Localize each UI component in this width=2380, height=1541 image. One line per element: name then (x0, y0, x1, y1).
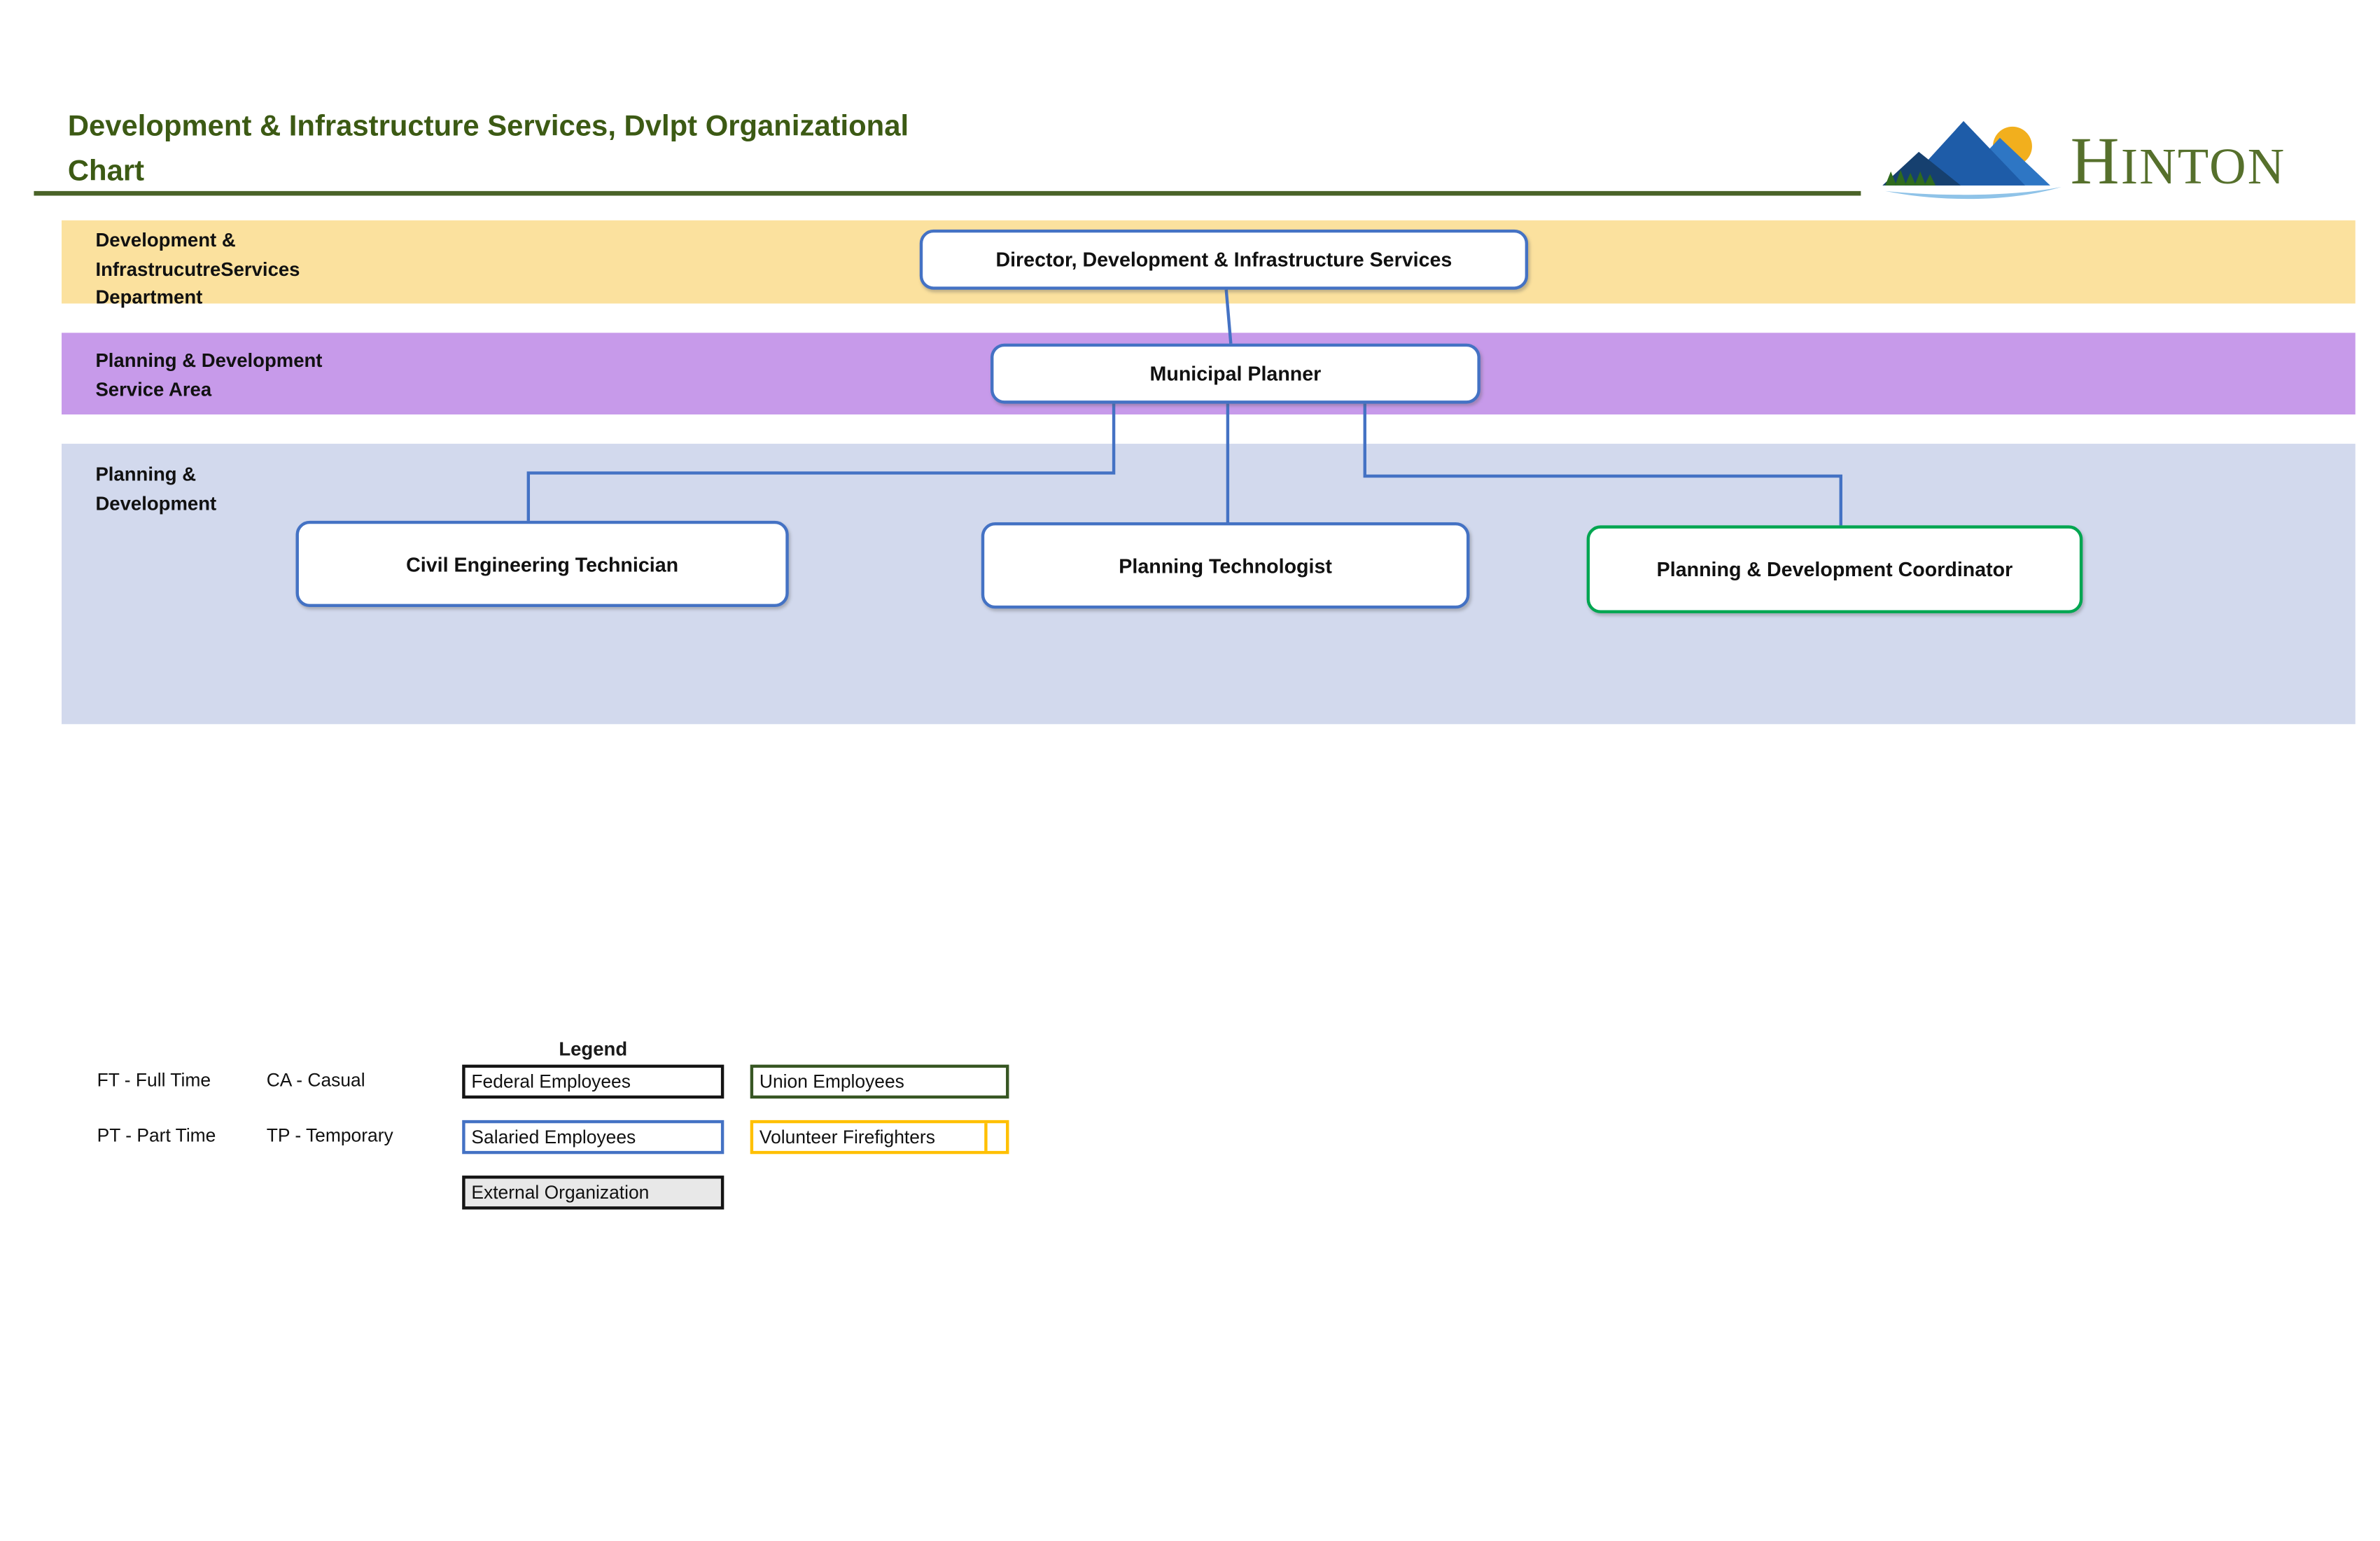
legend-salaried-employees: Salaried Employees (462, 1120, 724, 1155)
title-underline (34, 190, 1861, 196)
legend-title: Legend (559, 1038, 628, 1061)
band-planning-development-label: Planning & Development (95, 463, 217, 514)
page-title: Development & Infrastructure Services, D… (67, 111, 909, 188)
legend-federal-employees: Federal Employees (462, 1064, 724, 1099)
abbr-temporary: TP - Temporary (266, 1124, 393, 1147)
band-service-area-label: Planning & Development Service Area (95, 349, 323, 400)
mountain-logo-icon (1882, 120, 2062, 200)
band-department-label: Development & InfrastrucutreServices Dep… (95, 229, 300, 309)
legend-volunteer-firefighters-label: Volunteer Firefighters (759, 1126, 935, 1148)
logo-rest: INTON (2120, 139, 2286, 195)
legend-external-organization-label: External Organization (471, 1181, 650, 1204)
node-planning-technologist: Planning Technologist (981, 522, 1470, 609)
abbr-full-time: FT - Full Time (97, 1069, 211, 1092)
legend-union-employees: Union Employees (750, 1064, 1009, 1099)
legend-external-organization: External Organization (462, 1176, 724, 1210)
abbr-casual: CA - Casual (266, 1069, 365, 1092)
node-municipal-planner: Municipal Planner (990, 343, 1480, 404)
hinton-logo: HINTON (1882, 108, 2344, 213)
node-planning-development-coordinator: Planning & Development Coordinator (1586, 525, 2083, 613)
logo-wordmark: HINTON (2071, 121, 2286, 200)
legend-salaried-employees-label: Salaried Employees (471, 1126, 636, 1148)
node-civil-engineering-technician: Civil Engineering Technician (295, 520, 789, 608)
legend-union-employees-label: Union Employees (759, 1071, 904, 1093)
node-director: Director, Development & Infrastructure S… (919, 229, 1529, 290)
logo-initial: H (2070, 122, 2121, 198)
legend-volunteer-firefighters-cell (984, 1123, 1006, 1151)
abbr-part-time: PT - Part Time (97, 1124, 216, 1147)
legend-federal-employees-label: Federal Employees (471, 1071, 631, 1093)
legend-volunteer-firefighters: Volunteer Firefighters (750, 1120, 1009, 1155)
